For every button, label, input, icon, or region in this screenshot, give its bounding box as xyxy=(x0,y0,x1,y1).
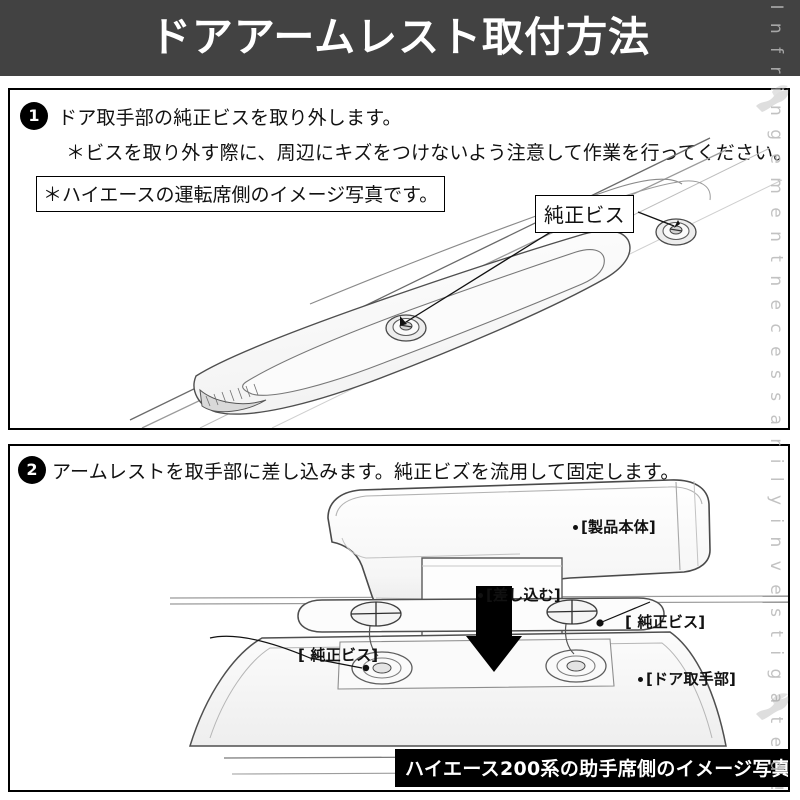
step-1-badge: 1 xyxy=(20,102,48,130)
screw-hole-right xyxy=(545,649,607,683)
callout-genuine-screw: 純正ビス xyxy=(535,195,634,233)
leader-line-to-screw-1 xyxy=(405,219,571,323)
step-2-badge: 2 xyxy=(18,456,46,484)
callout-genuine-screw-left: [ 純正ビス] xyxy=(298,646,379,664)
step-2-line-1: アームレストを取手部に差し込みます。純正ビズを流用して固定します。 xyxy=(52,461,680,483)
bullet-dot xyxy=(638,677,643,682)
callout-door-handle-part: [ドア取手部] xyxy=(638,668,736,689)
screw-hole-2 xyxy=(655,218,697,246)
step-1-panel: 1 ドア取手部の純正ビスを取り外します。 ＊ビスを取り外す際に、周辺にキズをつけ… xyxy=(8,88,790,430)
page-title: ドアアームレスト取付方法 xyxy=(149,13,651,61)
step-2-caption: ハイエース200系の助手席側のイメージ写真です。 xyxy=(395,749,788,787)
screw-hole-1 xyxy=(385,314,427,342)
leader-line-to-screw-2 xyxy=(637,211,675,227)
callout-product-body: [製品本体] xyxy=(573,516,656,537)
screw-head-right xyxy=(546,599,598,625)
screw-head-left xyxy=(350,601,402,627)
step-2-armrest-illustration xyxy=(169,479,788,775)
step-1-line-2: ＊ビスを取り外す際に、周辺にキズをつけないよう注意して作業を行ってください。 xyxy=(66,142,790,164)
bullet-dot xyxy=(573,525,578,530)
step-1-note-box: ＊ハイエースの運転席側のイメージ写真です。 xyxy=(36,176,446,212)
step-1-door-trim-illustration xyxy=(129,137,783,428)
callout-genuine-screw-right: [ 純正ビス] xyxy=(625,613,706,631)
insert-arrow-icon xyxy=(466,586,522,672)
step-1-line-1: ドア取手部の純正ビスを取り外します。 xyxy=(58,107,402,129)
step-2-panel: 2 アームレストを取手部に差し込みます。純正ビズを流用して固定します。 xyxy=(8,444,790,792)
header-bar: ドアアームレスト取付方法 xyxy=(0,0,800,76)
callout-insert-action: [差し込む] xyxy=(478,584,561,605)
bullet-dot xyxy=(478,593,483,598)
